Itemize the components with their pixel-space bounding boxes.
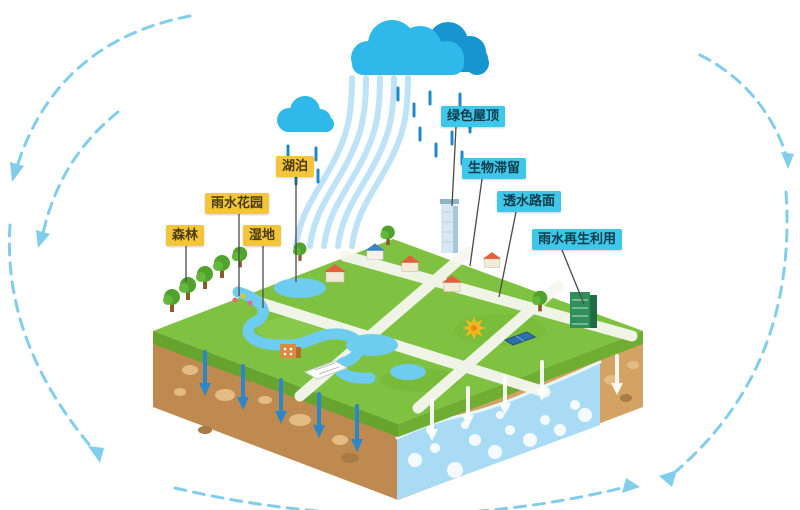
- lake: [274, 278, 326, 298]
- label-permeable-pavement: 透水路面: [497, 191, 562, 212]
- label-bio-retention: 生物滞留: [462, 158, 527, 179]
- infiltration-arrows-water: [426, 354, 623, 441]
- arc-bottom: [173, 484, 632, 510]
- label-lake: 湖泊: [276, 156, 315, 177]
- green-building: [570, 292, 597, 328]
- orange-building: [280, 344, 301, 358]
- label-green-roof: 绿色屋顶: [441, 106, 506, 127]
- river: [232, 286, 376, 384]
- groundwater-cross-section: [395, 360, 602, 500]
- label-rainwater-reuse: 雨水再生利用: [532, 229, 623, 250]
- infiltration-arrows-soil: [199, 350, 363, 452]
- label-forest: 森林: [166, 225, 205, 246]
- grass-rim-left: [153, 331, 398, 437]
- leader-lines: [185, 126, 585, 308]
- tower-building: [440, 199, 459, 253]
- leader-green-roof: [451, 126, 457, 207]
- land-block: [153, 199, 643, 500]
- pebbles: [408, 400, 592, 478]
- rain-cloud-small-icon: [277, 96, 334, 132]
- arc-left: [7, 223, 100, 457]
- leader-rainwater-reuse: [561, 249, 585, 305]
- rain-cloud-large-icon: [351, 20, 489, 75]
- pond-1: [346, 334, 398, 356]
- sun-star-marker: [462, 316, 486, 340]
- arc-top-right: [698, 53, 790, 162]
- water-cycle-arrowheads: [10, 152, 794, 493]
- buildings: [280, 199, 597, 380]
- leader-bio-retention: [469, 178, 483, 267]
- leader-permeable-pavement: [498, 211, 517, 298]
- site-plan-paper: [303, 360, 349, 380]
- rain-garden-flowers: [232, 293, 253, 306]
- soil-spots: [174, 361, 639, 463]
- solar-panel: [503, 331, 537, 346]
- arc-top-left: [14, 14, 192, 172]
- label-wetland: 湿地: [243, 225, 282, 246]
- soil-left-face: [153, 331, 398, 500]
- water-cycle-dashed-arcs: [7, 14, 790, 510]
- rain-streams: [293, 75, 411, 249]
- pond-2: [390, 364, 426, 380]
- label-rain-garden: 雨水花园: [205, 193, 270, 214]
- arc-right: [666, 190, 789, 480]
- river-and-lakes: [232, 278, 426, 384]
- arc-left-inner: [40, 110, 120, 240]
